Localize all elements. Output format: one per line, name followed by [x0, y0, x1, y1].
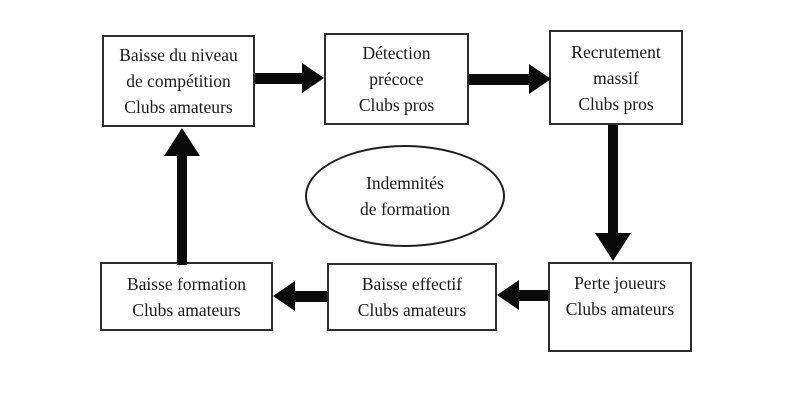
text-line: de compétition: [126, 71, 231, 91]
arrow-head-down-icon: [595, 233, 631, 261]
arrow-shaft: [255, 73, 302, 84]
text-line: Clubs pros: [358, 95, 435, 115]
text-line: Baisse effectif: [361, 274, 463, 294]
text-line: massif: [593, 67, 639, 88]
node-indemnites-formation: Indemnités de formation: [305, 145, 505, 247]
text-line: Clubs pros: [578, 93, 654, 114]
arrow-shaft: [469, 74, 529, 85]
arrow-head-right-icon: [302, 63, 324, 93]
node-detection-precoce: Détection précoce Clubs pros: [324, 33, 469, 125]
arrow-shaft: [295, 291, 327, 302]
arrow-shaft: [519, 290, 548, 301]
text-line: Indemnités: [366, 173, 444, 193]
arrow-head-up-icon: [164, 128, 200, 156]
arrow-head-right-icon: [529, 64, 551, 94]
text-line: Détection: [362, 43, 431, 63]
node-perte-joueurs: Perte joueurs Clubs amateurs: [548, 262, 692, 352]
text-line: Clubs amateurs: [565, 299, 675, 319]
text-line: Clubs amateurs: [132, 299, 241, 320]
node-baisse-niveau-competition: Baisse du niveau de compétition Clubs am…: [102, 35, 255, 127]
arrow-perte-joueurs-to-baisse-effectif: [497, 280, 548, 310]
text-line: Clubs amateurs: [124, 97, 233, 117]
text-line: précoce: [369, 69, 424, 89]
arrow-detection-to-recrutement: [469, 64, 551, 94]
node-baisse-effectif: Baisse effectif Clubs amateurs: [327, 263, 497, 331]
text-line: Perte joueurs: [574, 273, 666, 293]
text-line: Clubs amateurs: [357, 300, 467, 320]
node-recrutement-massif: Recrutement massif Clubs pros: [549, 30, 683, 125]
arrow-recrutement-to-perte-joueurs: [595, 125, 631, 261]
arrow-baisse-effectif-to-baisse-formation: [273, 281, 327, 311]
text-line: de formation: [360, 199, 450, 219]
arrow-baisse-formation-to-baisse-niveau: [164, 128, 200, 265]
arrow-head-left-icon: [273, 281, 295, 311]
text-line: Recrutement: [571, 41, 661, 62]
arrow-shaft: [608, 125, 618, 233]
arrow-shaft: [177, 156, 187, 265]
text-line: Baisse du niveau: [119, 45, 238, 65]
text-line: Baisse formation: [126, 273, 247, 294]
node-baisse-formation: Baisse formation Clubs amateurs: [100, 262, 273, 331]
arrow-head-left-icon: [497, 280, 519, 310]
arrow-baisse-niveau-to-detection: [255, 63, 324, 93]
